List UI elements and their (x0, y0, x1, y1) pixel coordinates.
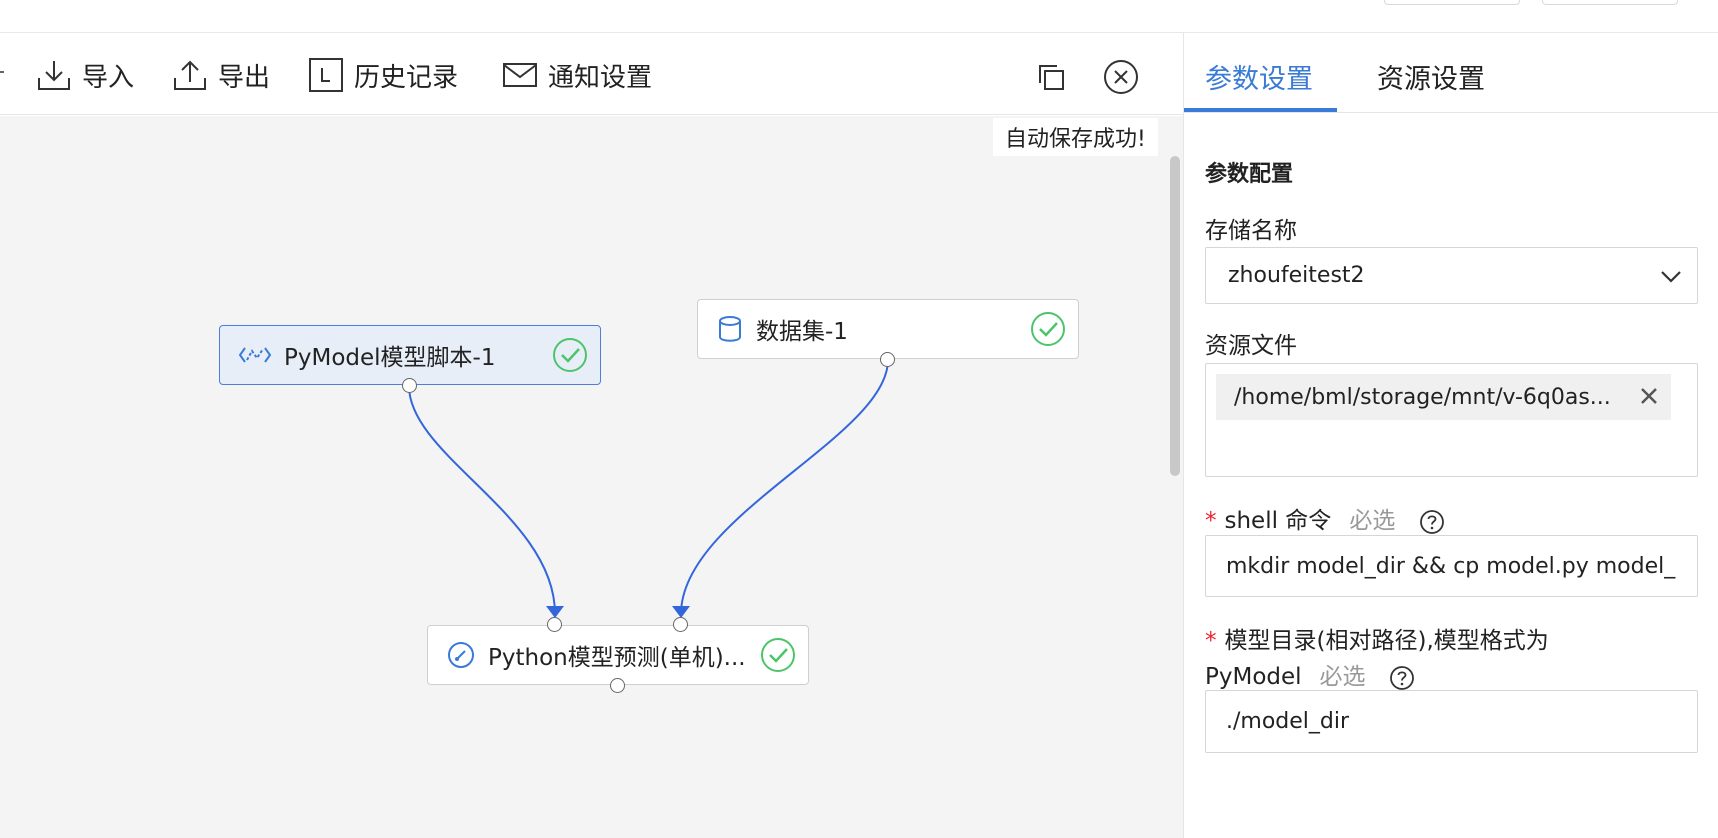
required-marker: * (1205, 508, 1217, 534)
resource-file-tag: /home/bml/storage/mnt/v-6q0as... (1216, 374, 1671, 420)
model-dir-label: * 模型目录(相对路径),模型格式为 (1205, 621, 1549, 655)
storage-name-value: zhoufeitest2 (1228, 263, 1365, 288)
tab-param-settings[interactable]: 参数设置 (1205, 64, 1313, 95)
remove-tag-icon[interactable] (1639, 386, 1659, 406)
resource-file-path: /home/bml/storage/mnt/v-6q0as... (1234, 384, 1611, 410)
output-port[interactable] (402, 378, 417, 393)
model-format-text: PyModel (1205, 664, 1302, 690)
node-pymodel-script[interactable]: PyModel模型脚本-1 (219, 325, 601, 385)
help-icon[interactable] (1389, 665, 1415, 691)
download-icon (38, 61, 70, 90)
resource-file-label: 资源文件 (1205, 333, 1297, 359)
truncated-toolbar-item (0, 71, 4, 73)
edge-pymodel-to-predict (408, 385, 556, 615)
shell-command-value: mkdir model_dir && cp model.py model_ (1226, 553, 1676, 579)
tab-resource-settings[interactable]: 资源设置 (1377, 64, 1485, 95)
workflow-canvas[interactable]: PyModel模型脚本-1 数据集-1 (0, 116, 1183, 838)
edge-arrow-1 (546, 606, 564, 618)
storage-name-label: 存储名称 (1205, 218, 1297, 244)
input-port[interactable] (547, 617, 562, 632)
history-label: 历史记录 (354, 62, 459, 93)
required-marker: * (1205, 628, 1217, 654)
mail-icon (503, 63, 537, 87)
close-circle-icon[interactable] (1102, 58, 1140, 96)
success-check-icon (553, 338, 587, 372)
database-icon (719, 316, 741, 342)
settings-panel: 参数设置 资源设置 参数配置 存储名称 zhoufeitest2 资源文件 /h… (1183, 33, 1718, 838)
storage-name-select[interactable]: zhoufeitest2 (1205, 247, 1698, 304)
input-port[interactable] (673, 617, 688, 632)
node-python-predict[interactable]: Python模型预测(单机)... (427, 625, 809, 685)
copy-icon[interactable] (1036, 62, 1066, 92)
history-button[interactable]: 历史记录 (308, 57, 458, 93)
top-action-button-2[interactable] (1542, 0, 1678, 5)
required-hint: 必选 (1319, 664, 1366, 690)
required-hint: 必选 (1349, 508, 1396, 534)
node-label: PyModel模型脚本-1 (284, 345, 496, 371)
output-port[interactable] (880, 352, 895, 367)
success-check-icon (1031, 312, 1065, 346)
gauge-icon (448, 642, 474, 668)
notify-settings-button[interactable]: 通知设置 (502, 57, 652, 93)
top-action-button-1[interactable] (1384, 0, 1520, 5)
help-icon[interactable] (1419, 509, 1445, 535)
edge-arrow-2 (672, 606, 690, 618)
chevron-down-icon (1661, 271, 1681, 283)
shell-command-text: shell 命令 (1224, 508, 1332, 534)
shell-command-label: * shell 命令必选 (1205, 501, 1445, 535)
export-label: 导出 (218, 62, 271, 93)
node-label: 数据集-1 (756, 319, 848, 345)
code-script-icon (238, 347, 272, 363)
autosave-toast: 自动保存成功! (993, 118, 1158, 156)
resource-file-input[interactable]: /home/bml/storage/mnt/v-6q0as... (1205, 363, 1698, 477)
section-title: 参数配置 (1205, 162, 1294, 187)
history-icon (309, 58, 343, 92)
active-tab-indicator (1184, 108, 1337, 112)
model-dir-label-line2: PyModel 必选 (1205, 657, 1415, 691)
output-port[interactable] (610, 678, 625, 693)
edge-dataset-to-predict (680, 359, 889, 615)
node-label: Python模型预测(单机)... (488, 645, 746, 671)
panel-tabs: 参数设置 资源设置 (1184, 33, 1718, 113)
import-button[interactable]: 导入 (36, 57, 134, 93)
model-dir-value: ./model_dir (1226, 709, 1350, 734)
model-dir-input[interactable]: ./model_dir (1205, 690, 1698, 753)
top-bar (0, 0, 1718, 33)
model-dir-label-text: 模型目录(相对路径),模型格式为 (1224, 628, 1549, 654)
canvas-scrollbar[interactable] (1170, 156, 1180, 476)
notify-settings-label: 通知设置 (548, 62, 653, 93)
canvas-toolbar: 导入 导出 历史记录 通知设置 (0, 33, 1183, 115)
upload-icon (174, 60, 206, 90)
edges-layer (408, 359, 889, 618)
success-check-icon (761, 638, 795, 672)
node-dataset[interactable]: 数据集-1 (697, 299, 1079, 359)
shell-command-input[interactable]: mkdir model_dir && cp model.py model_ (1205, 535, 1698, 597)
import-label: 导入 (82, 62, 135, 93)
export-button[interactable]: 导出 (172, 57, 270, 93)
